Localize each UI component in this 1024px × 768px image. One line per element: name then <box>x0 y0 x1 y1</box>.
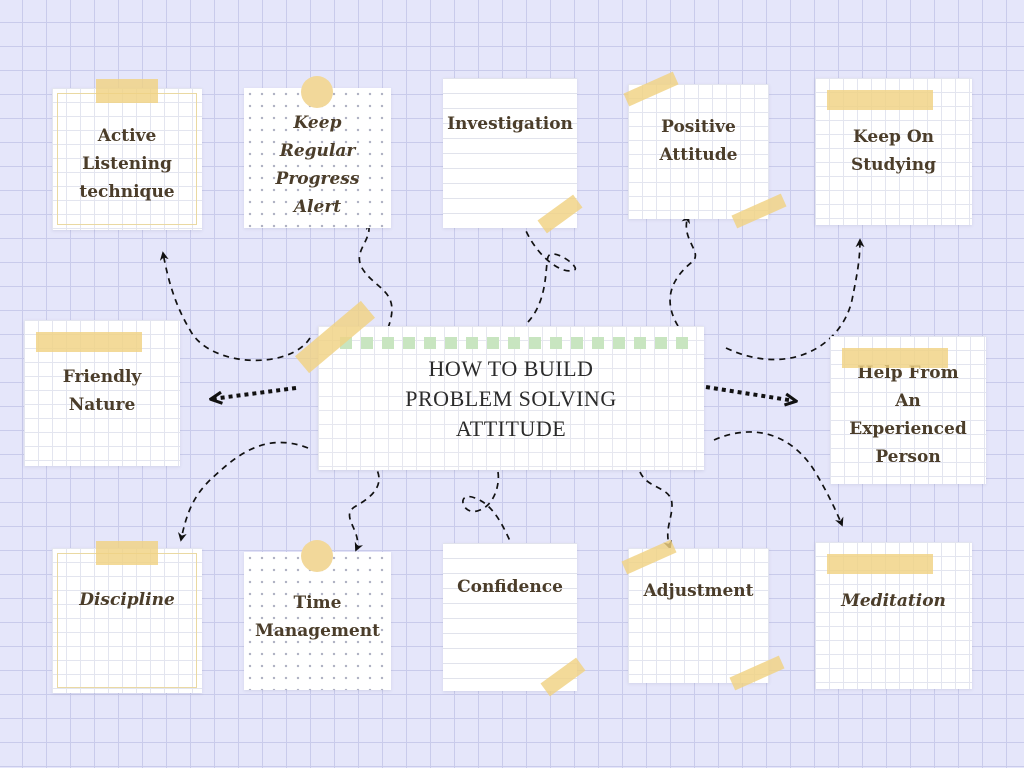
tape-strip <box>731 193 787 229</box>
node-friendly-nature-label: Friendly Nature <box>62 367 142 415</box>
tape-strip <box>537 194 583 234</box>
node-help-from-experienced-person-label: Help From An Experienced Person <box>849 363 967 467</box>
node-positive-attitude: Positive Attitude <box>623 71 787 229</box>
node-discipline: Discipline <box>52 541 202 693</box>
node-confidence-label: Confidence <box>457 577 563 597</box>
tape-strip <box>623 71 679 107</box>
arrow-to-positive-attitude <box>669 214 697 327</box>
node-adjustment-label: Adjustment <box>643 581 754 601</box>
tape-strip <box>540 657 586 697</box>
arrow-to-active-listening <box>159 251 311 362</box>
arrow-to-help-from-experienced-person <box>705 385 795 401</box>
tape-strip <box>96 541 158 565</box>
arrow-to-friendly-nature <box>212 386 297 399</box>
node-friendly-nature: Friendly Nature <box>24 320 180 466</box>
tape-strip <box>827 90 933 110</box>
central-topic-dash-strip <box>340 337 692 349</box>
node-meditation-label: Meditation <box>841 591 946 611</box>
node-adjustment: Adjustment <box>621 539 785 691</box>
tape-strip <box>96 79 158 103</box>
arrow-to-time-management <box>348 461 380 552</box>
tape-strip <box>842 348 948 368</box>
node-investigation: Investigation <box>443 78 583 234</box>
node-discipline-label: Discipline <box>79 590 175 610</box>
node-keep-on-studying-label: Keep On Studying <box>851 127 936 175</box>
node-investigation-label: Investigation <box>447 114 573 134</box>
tape-strip <box>36 332 142 352</box>
arrow-to-meditation <box>713 431 844 527</box>
node-active-listening: Active Listening technique <box>52 79 202 230</box>
node-time-management: Time Management <box>244 540 391 690</box>
node-active-listening-label: Active Listening technique <box>79 126 175 202</box>
arrow-to-adjustment <box>639 471 673 550</box>
arrow-to-confidence <box>462 471 517 554</box>
tape-strip <box>621 539 677 575</box>
pin-circle <box>301 76 333 108</box>
pin-circle <box>301 540 333 572</box>
tape-strip <box>729 655 785 691</box>
central-topic-card: HOW TO BUILD PROBLEM SOLVING ATTITUDE <box>318 326 704 470</box>
node-meditation: Meditation <box>815 542 972 689</box>
tape-strip <box>827 554 933 574</box>
central-topic-title: HOW TO BUILD PROBLEM SOLVING ATTITUDE <box>405 356 617 441</box>
node-help-from-experienced-person: Help From An Experienced Person <box>830 336 986 484</box>
node-keep-regular-progress-alert: Keep Regular Progress Alert <box>244 76 391 228</box>
node-keep-regular-progress-alert-label: Keep Regular Progress Alert <box>275 113 360 217</box>
node-positive-attitude-label: Positive Attitude <box>659 117 738 165</box>
arrow-to-discipline <box>178 441 309 542</box>
node-keep-on-studying: Keep On Studying <box>815 78 972 225</box>
node-time-management-label: Time Management <box>255 593 380 641</box>
node-confidence: Confidence <box>443 543 586 697</box>
